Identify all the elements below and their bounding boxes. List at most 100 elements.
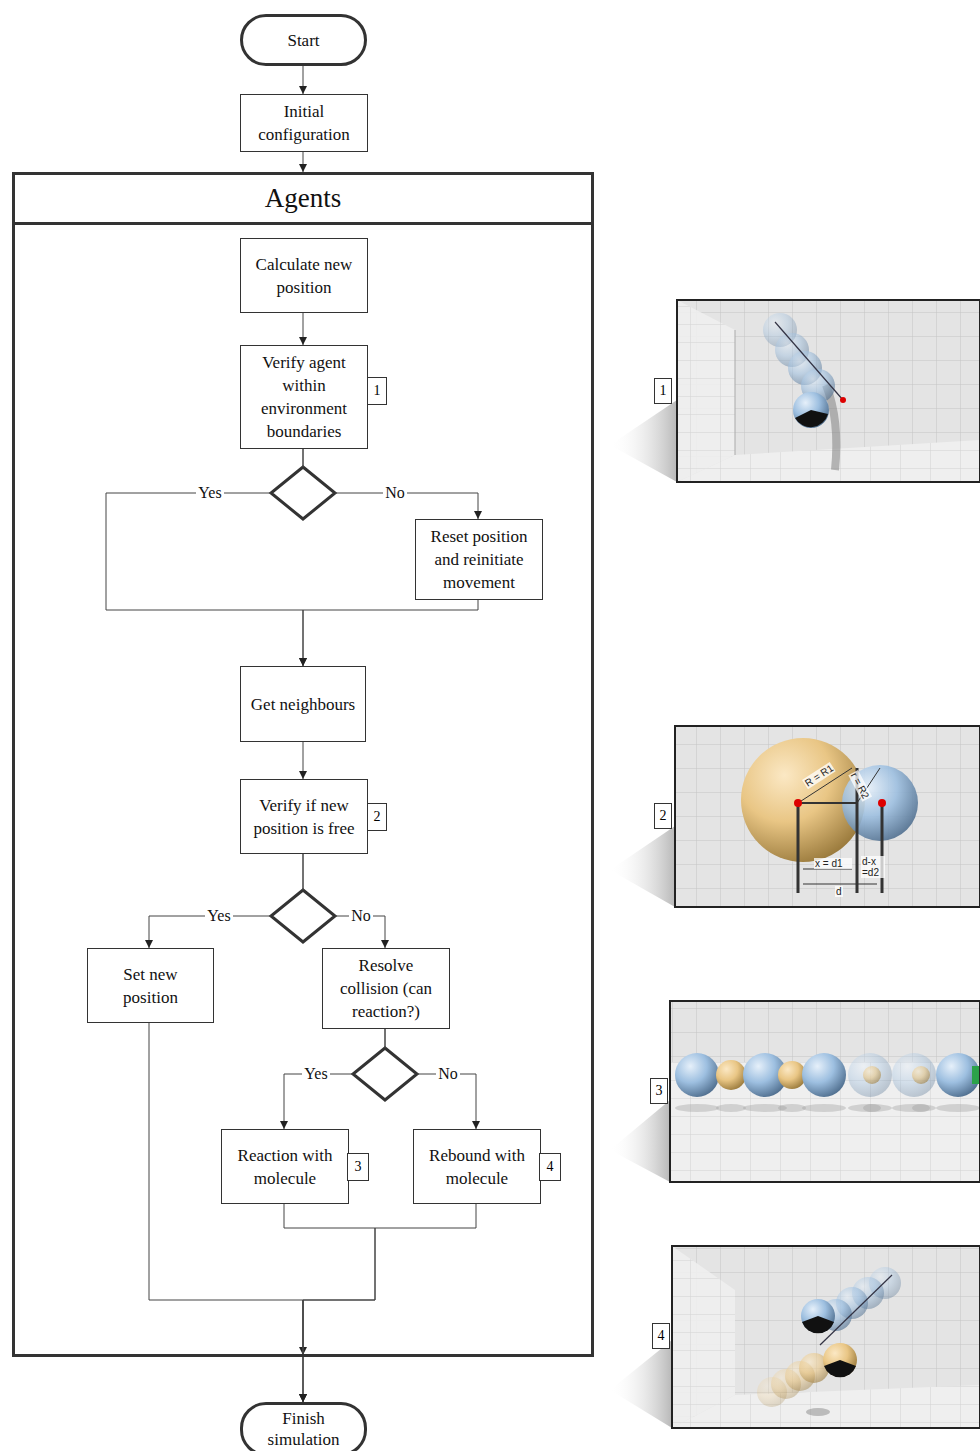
drawing-ellipse (778, 1104, 806, 1112)
process-box: Initial configuration (240, 94, 368, 152)
callout-number: 1 (367, 377, 387, 405)
drawing-rect (672, 1246, 980, 1428)
drawing-ellipse (675, 1104, 719, 1112)
drawing-polygon (271, 890, 335, 942)
node-text: Reset position and reinitiate movement (422, 525, 536, 594)
panel-overlap (610, 726, 980, 907)
drawing-polygon (271, 467, 335, 519)
edge-label: Yes (196, 484, 223, 502)
drawing-circle (863, 1066, 881, 1084)
drawing-polygon (677, 440, 980, 482)
drawing-circle (794, 799, 802, 807)
flow-connector (149, 1023, 303, 1402)
drawing-circle (823, 1343, 857, 1377)
callout-number: 3 (650, 1078, 668, 1104)
drawing-rect (670, 1001, 980, 1182)
drawing-ellipse (806, 1408, 830, 1416)
drawing-circle (778, 1061, 806, 1089)
drawing-polygon (610, 1100, 670, 1182)
flow-connector (149, 854, 303, 948)
edge-label: No (436, 1065, 460, 1083)
drawing-circle (936, 1053, 980, 1097)
flow-connector (303, 313, 304, 345)
drawing-ellipse (912, 1104, 930, 1112)
drawing-rect (672, 1246, 980, 1428)
node-text: Rebound with molecule (420, 1144, 534, 1190)
drawing-polygon (610, 1340, 672, 1428)
process-box: Reaction with molecule (221, 1129, 349, 1204)
drawing-rect (972, 1066, 980, 1084)
process-box: Verify if new position is free (240, 779, 368, 854)
dimension-label: d-x =d2 (861, 856, 885, 878)
process-box: Set new position (87, 948, 214, 1023)
drawing-circle (801, 1299, 835, 1333)
drawing-ellipse (848, 1104, 892, 1112)
callout-number: 2 (367, 803, 387, 831)
node-text: Finish simulation (249, 1408, 358, 1450)
flow-connector (303, 449, 478, 519)
process-box: Rebound with molecule (413, 1129, 541, 1204)
panel-rebound (610, 1246, 980, 1428)
drawing-polygon (610, 400, 677, 482)
process-box: Get neighbours (240, 666, 366, 742)
callout-number: 4 (539, 1153, 561, 1181)
flow-connector (303, 854, 385, 948)
panel-reaction (610, 1001, 980, 1182)
drawing-rect (677, 300, 980, 482)
drawing-ellipse (863, 1104, 881, 1112)
flow-connector (303, 1204, 476, 1402)
drawing-circle (802, 1053, 846, 1097)
drawing-circle (840, 397, 846, 403)
node-text: Set new position (94, 963, 207, 1009)
edge-label: Yes (302, 1065, 329, 1083)
dimension-label: x = d1 (814, 858, 852, 869)
drawing-ellipse (716, 1104, 746, 1112)
flow-connector (106, 449, 303, 666)
drawing-rect (677, 300, 980, 482)
drawing-circle (878, 799, 886, 807)
drawing-rect (675, 726, 980, 907)
node-text: Verify agent within environment boundari… (247, 351, 361, 443)
drawing-ellipse (936, 1104, 980, 1112)
node-text: Initial configuration (247, 100, 361, 146)
drawing-path (795, 410, 828, 427)
process-box: Reset position and reinitiate movement (415, 519, 543, 600)
flow-connector (284, 1029, 385, 1129)
process-box: Verify agent within environment boundari… (240, 345, 368, 449)
drawing-polygon (677, 300, 735, 482)
drawing-circle (793, 392, 829, 428)
drawing-g (675, 1053, 980, 1112)
flow-connector (284, 1204, 375, 1402)
flow-connector (303, 66, 304, 94)
drawing-circle (848, 1053, 892, 1097)
drawing-circle (716, 1060, 746, 1090)
flow-connector (303, 600, 478, 666)
node-text: Calculate new position (247, 253, 361, 299)
band-title: Agents (15, 175, 591, 225)
edge-label: No (349, 907, 373, 925)
drawing-line (775, 322, 843, 400)
node-text: Resolve collision (can reaction?) (329, 954, 443, 1023)
drawing-line (735, 330, 736, 455)
process-box: Resolve collision (can reaction?) (322, 948, 450, 1029)
drawing-circle (892, 1053, 936, 1097)
callout-number: 1 (654, 378, 672, 404)
panel-boundary (610, 300, 980, 482)
agents-band: AgentsCalculate new positionVerify agent… (12, 172, 594, 1357)
callout-number: 4 (652, 1323, 670, 1349)
dimension-label: d (835, 886, 843, 897)
edge-label: Yes (205, 907, 232, 925)
drawing-ellipse (802, 1104, 846, 1112)
edge-label: No (383, 484, 407, 502)
drawing-line (798, 802, 857, 804)
drawing-path (824, 1360, 856, 1377)
drawing-line (803, 883, 877, 884)
drawing-polygon (672, 1385, 980, 1428)
node-text: Start (287, 30, 319, 51)
drawing-rect (675, 726, 980, 907)
drawing-line (881, 803, 884, 893)
callout-number: 3 (347, 1153, 369, 1181)
flow-connector (303, 742, 304, 779)
